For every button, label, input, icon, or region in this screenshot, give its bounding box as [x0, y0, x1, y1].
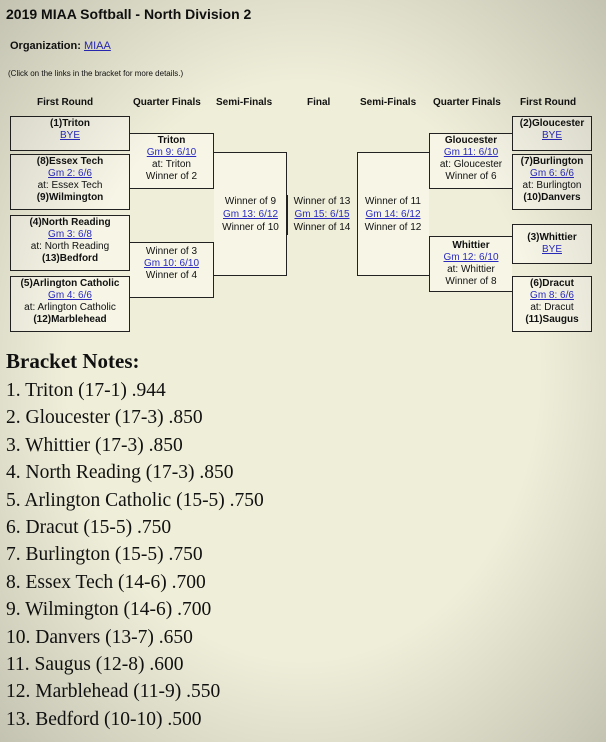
winner-slot: Winner of 11 — [365, 196, 421, 207]
winner-slot: Winner of 12 — [364, 222, 422, 233]
note-item: 11. Saugus (12-8) .600 — [6, 654, 184, 676]
team-name: Triton — [157, 135, 186, 146]
winner-slot: Winner of 2 — [145, 171, 198, 182]
note-item: 5. Arlington Catholic (15-5) .750 — [6, 489, 264, 511]
game-site: at: Whittier — [447, 264, 495, 275]
note-item: 9. Wilmington (14-6) .700 — [6, 599, 212, 621]
winner-slot: Winner of 13 — [293, 196, 351, 207]
team-name: (4)North Reading — [29, 217, 111, 228]
header-semi-finals-right: Semi-Finals — [360, 97, 417, 108]
winner-slot: Winner of 6 — [445, 171, 497, 182]
game-link[interactable]: Gm 13: 6/12 — [222, 209, 279, 220]
match-box-left-qf-2: Winner of 3 Gm 10: 6/10 Winner of 4 — [130, 242, 214, 298]
game-link[interactable]: Gm 9: 6/10 — [146, 147, 197, 158]
match-box-right-r1-3: (3)Whittier BYE — [512, 224, 592, 264]
note-item: 13. Bedford (10-10) .500 — [6, 708, 202, 730]
team-name: (7)Burlington — [520, 156, 584, 167]
match-box-right-semi — [357, 152, 429, 276]
header-semi-finals: Semi-Finals — [216, 97, 273, 108]
team-name: Whittier — [452, 240, 490, 251]
winner-slot: Winner of 9 — [224, 196, 277, 207]
winner-slot: Winner of 8 — [445, 276, 497, 287]
team-name: (9)Wilmington — [36, 192, 104, 203]
game-site: at: North Reading — [30, 241, 110, 252]
header-final: Final — [307, 97, 331, 108]
note-item: 10. Danvers (13-7) .650 — [6, 626, 193, 648]
team-name: (12)Marblehead — [33, 314, 107, 325]
header-first-round: First Round — [37, 97, 94, 108]
team-name: (11)Saugus — [525, 314, 579, 325]
organization-row: Organization: MIAA — [10, 40, 111, 52]
game-site: at: Burlington — [522, 180, 582, 191]
page-title: 2019 MIAA Softball - North Division 2 — [6, 6, 252, 22]
game-link[interactable]: Gm 15: 6/15 — [294, 209, 350, 220]
right-semi-labels: Winner of 11 Gm 14: 6/12 Winner of 12 — [357, 195, 429, 234]
game-link[interactable]: BYE — [541, 244, 562, 255]
header-first-round-right: First Round — [520, 97, 577, 108]
match-box-left-qf-1: Triton Gm 9: 6/10 at: Triton Winner of 2 — [130, 133, 214, 189]
winner-slot: Winner of 4 — [145, 270, 198, 281]
team-name: (10)Danvers — [523, 192, 581, 203]
team-name: (1)Triton — [50, 118, 90, 129]
match-box-left-semi — [214, 152, 287, 276]
game-link[interactable]: Gm 4: 6/6 — [48, 290, 92, 301]
note-item: 2. Gloucester (17-3) .850 — [6, 407, 203, 429]
game-link[interactable]: Gm 11: 6/10 — [443, 147, 499, 158]
final-divider-left — [287, 195, 288, 235]
team-name: (2)Gloucester — [519, 118, 585, 129]
game-site: at: Gloucester — [439, 159, 503, 170]
note-item: 6. Dracut (15-5) .750 — [6, 517, 172, 539]
match-box-left-r1-3: (4)North Reading Gm 3: 6/8 at: North Rea… — [10, 215, 130, 271]
game-link[interactable]: Gm 6: 6/6 — [530, 168, 574, 179]
final-labels: Winner of 13 Gm 15: 6/15 Winner of 14 — [287, 195, 357, 234]
match-box-right-r1-1: (2)Gloucester BYE — [512, 116, 592, 151]
game-link[interactable]: Gm 2: 6/6 — [48, 168, 92, 179]
game-link[interactable]: BYE — [541, 130, 562, 141]
match-box-right-qf-1: Gloucester Gm 11: 6/10 at: Gloucester Wi… — [429, 133, 512, 189]
game-site: at: Dracut — [530, 302, 574, 313]
game-link[interactable]: Gm 8: 6/6 — [530, 290, 574, 301]
bracket-notes-list: 1. Triton (17-1) .944 2. Gloucester (17-… — [6, 377, 264, 733]
organization-label: Organization: — [10, 40, 81, 52]
game-site: at: Arlington Catholic — [24, 302, 116, 313]
match-box-right-r1-2: (7)Burlington Gm 6: 6/6 at: Burlington (… — [512, 154, 592, 210]
winner-slot: Winner of 3 — [145, 246, 198, 257]
game-link[interactable]: Gm 14: 6/12 — [365, 209, 421, 220]
bracket-hint: (Click on the links in the bracket for m… — [8, 69, 184, 78]
header-quarter-finals-right: Quarter Finals — [433, 97, 501, 108]
winner-slot: Winner of 10 — [222, 222, 279, 233]
winner-slot: Winner of 14 — [293, 222, 351, 233]
team-name: (8)Essex Tech — [36, 156, 104, 167]
note-item: 12. Marblehead (11-9) .550 — [6, 681, 221, 703]
left-semi-labels: Winner of 9 Gm 13: 6/12 Winner of 10 — [214, 195, 287, 234]
game-link[interactable]: Gm 10: 6/10 — [143, 258, 200, 269]
match-box-right-qf-2: Whittier Gm 12: 6/10 at: Whittier Winner… — [429, 236, 512, 292]
game-site: at: Essex Tech — [37, 180, 103, 191]
team-name: Gloucester — [444, 135, 498, 146]
note-item: 8. Essex Tech (14-6) .700 — [6, 571, 206, 593]
team-name: (3)Whittier — [527, 232, 577, 243]
match-box-left-r1-4: (5)Arlington Catholic Gm 4: 6/6 at: Arli… — [10, 276, 130, 332]
header-quarter-finals: Quarter Finals — [133, 97, 201, 108]
note-item: 3. Whittier (17-3) .850 — [6, 434, 183, 456]
team-name: (13)Bedford — [41, 253, 99, 264]
note-item: 4. North Reading (17-3) .850 — [6, 462, 234, 484]
team-name: (5)Arlington Catholic — [20, 278, 120, 289]
organization-link[interactable]: MIAA — [83, 40, 111, 52]
game-site: at: Triton — [152, 159, 191, 170]
match-box-right-r1-4: (6)Dracut Gm 8: 6/6 at: Dracut (11)Saugu… — [512, 276, 592, 332]
note-item: 7. Burlington (15-5) .750 — [6, 544, 203, 566]
note-item: 1. Triton (17-1) .944 — [6, 380, 166, 401]
team-name: (6)Dracut — [530, 278, 574, 289]
game-link[interactable]: Gm 12: 6/10 — [443, 252, 499, 263]
bracket-notes-title: Bracket Notes: — [6, 349, 140, 373]
game-link[interactable]: BYE — [59, 130, 80, 141]
match-box-left-r1-1: (1)Triton BYE — [10, 116, 130, 151]
game-link[interactable]: Gm 3: 6/8 — [48, 229, 92, 240]
match-box-left-r1-2: (8)Essex Tech Gm 2: 6/6 at: Essex Tech (… — [10, 154, 130, 210]
